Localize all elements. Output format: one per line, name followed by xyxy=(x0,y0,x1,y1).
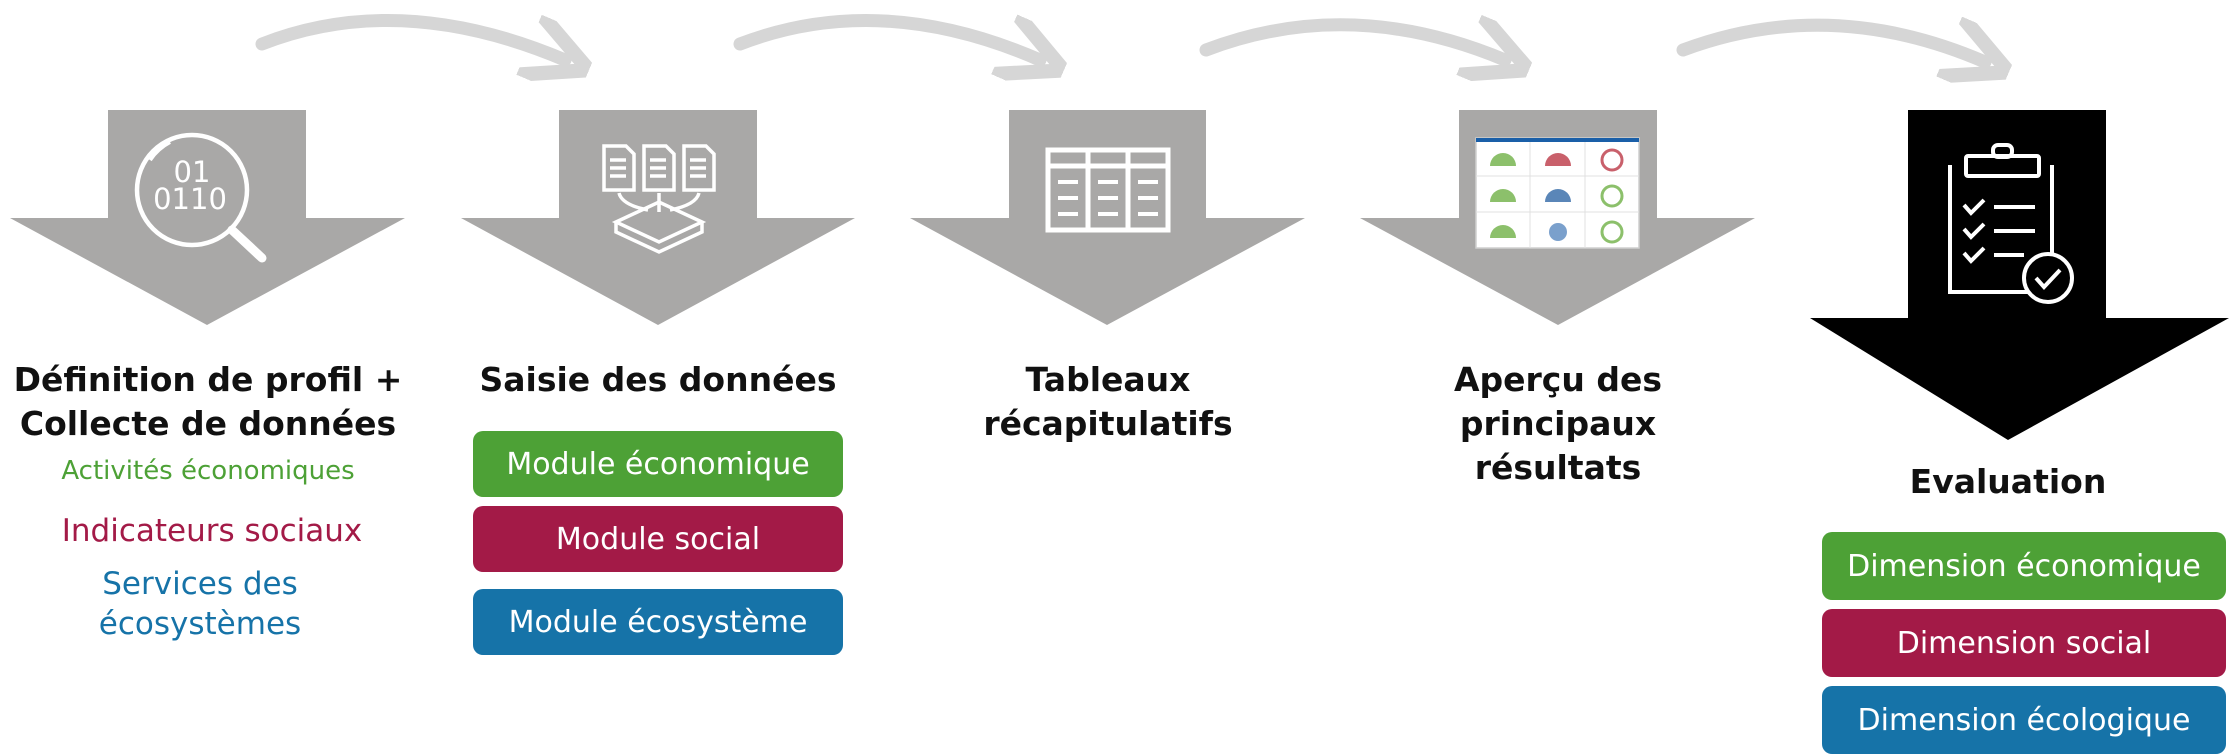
svg-text:01: 01 xyxy=(174,155,211,189)
step-1-item-social: Indicateurs sociaux xyxy=(61,513,363,549)
step-3-title: Tableaux récapitulatifs xyxy=(983,360,1233,443)
step-arrow-2 xyxy=(461,110,855,325)
dimension-economic-button[interactable]: Dimension économique xyxy=(1822,532,2226,600)
connector-arrow-1 xyxy=(255,13,565,60)
table-icon xyxy=(1045,147,1171,233)
connector-arrows xyxy=(255,13,1985,62)
step-arrow-5 xyxy=(1810,110,2229,440)
step-1-title: Définition de profil + Collecte de donné… xyxy=(13,360,403,443)
module-social-button[interactable]: Module social xyxy=(473,506,843,572)
connector-arrow-4 xyxy=(1676,25,1985,62)
connector-arrow-3 xyxy=(1199,25,1505,60)
dimension-social-button[interactable]: Dimension social xyxy=(1822,609,2226,677)
documents-input-icon xyxy=(602,144,716,254)
data-search-icon: 01 0110 xyxy=(134,132,267,263)
step-2-title: Saisie des données xyxy=(479,360,837,399)
step-5-title: Evaluation xyxy=(1909,462,2107,501)
clipboard-check-icon xyxy=(1948,143,2074,304)
dimension-ecological-button[interactable]: Dimension écologique xyxy=(1822,686,2226,754)
step-arrow-1 xyxy=(10,110,405,325)
step-4-title: Aperçu des principaux résultats xyxy=(1453,360,1662,487)
step-1-item-economic: Activités économiques xyxy=(61,456,355,486)
connector-arrow-2 xyxy=(733,13,1040,60)
module-ecosystem-button[interactable]: Module écosystème xyxy=(473,589,843,655)
svg-text:0110: 0110 xyxy=(153,182,227,216)
step-1-item-ecosystem: Services des écosystèmes xyxy=(98,566,302,642)
module-economic-button[interactable]: Module économique xyxy=(473,431,843,497)
step-arrow-3 xyxy=(910,110,1305,325)
dashboard-thumbnail-icon xyxy=(1475,137,1640,249)
